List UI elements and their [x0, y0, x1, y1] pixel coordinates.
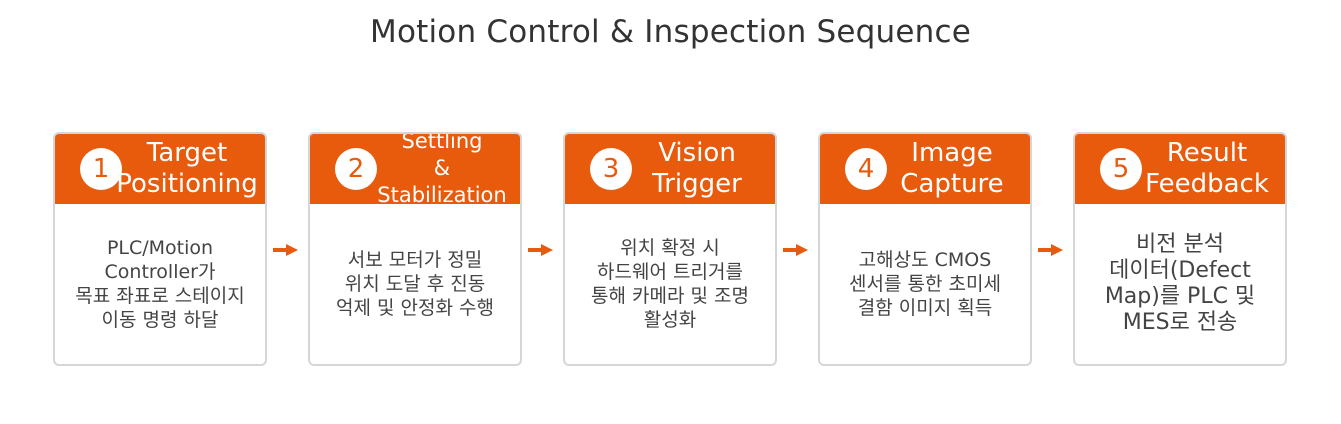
arrow-right-icon — [273, 244, 298, 256]
step-number-badge: 3 — [590, 148, 632, 190]
step-title: Image Capture — [900, 138, 1004, 199]
diagram-title: Motion Control & Inspection Sequence — [370, 14, 971, 50]
step-card-1: 1 Target Positioning PLC/Motion Controll… — [53, 132, 267, 366]
step-card-4: 4 Image Capture 고해상도 CMOS 센서를 통한 초미세 결함 … — [818, 132, 1032, 366]
step-header: 1 Target Positioning — [55, 134, 265, 204]
step-number-badge: 5 — [1100, 148, 1142, 190]
step-title: Target Positioning — [116, 138, 258, 199]
step-number-badge: 1 — [80, 148, 122, 190]
arrow-right-icon — [1038, 244, 1063, 256]
step-title: Result Feedback — [1145, 138, 1269, 199]
step-description: 서보 모터가 정밀 위치 도달 후 진동 억제 및 안정화 수행 — [336, 249, 494, 319]
step-description: 위치 확정 시 하드웨어 트리거를 통해 카메라 및 조명 활성화 — [591, 237, 749, 331]
step-header: 3 Vision Trigger — [565, 134, 775, 204]
step-description: PLC/Motion Controller가 목표 좌표로 스테이지 이동 명령… — [75, 237, 245, 331]
step-card-3: 3 Vision Trigger 위치 확정 시 하드웨어 트리거를 통해 카메… — [563, 132, 777, 366]
step-number-badge: 2 — [335, 148, 377, 190]
step-number-badge: 4 — [845, 148, 887, 190]
step-title: Vision Trigger — [652, 138, 742, 199]
step-description: 비전 분석 데이터(Defect Map)를 PLC 및 MES로 전송 — [1104, 232, 1256, 335]
arrow-right-icon — [783, 244, 808, 256]
arrow-right-icon — [528, 244, 553, 256]
step-title: Settling & Stabilization — [377, 134, 507, 204]
step-header: 2 Settling & Stabilization — [310, 134, 520, 204]
step-header: 4 Image Capture — [820, 134, 1030, 204]
step-card-2: 2 Settling & Stabilization 서보 모터가 정밀 위치 … — [308, 132, 522, 366]
step-header: 5 Result Feedback — [1075, 134, 1285, 204]
step-card-5: 5 Result Feedback 비전 분석 데이터(Defect Map)를… — [1073, 132, 1287, 366]
step-description: 고해상도 CMOS 센서를 통한 초미세 결함 이미지 획득 — [849, 249, 1001, 319]
